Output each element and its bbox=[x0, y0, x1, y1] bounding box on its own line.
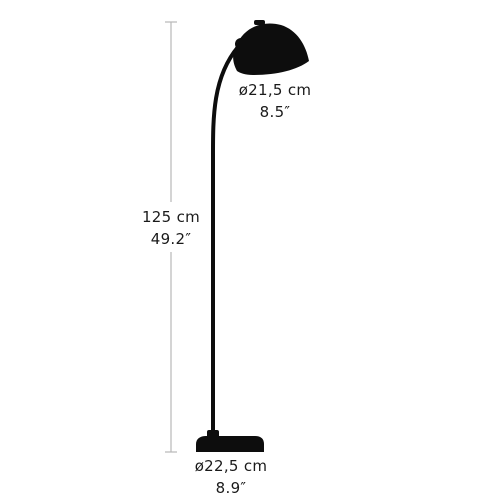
lamp-shade bbox=[233, 23, 309, 75]
lamp-base bbox=[196, 436, 264, 452]
shade-imperial: 8.5″ bbox=[259, 103, 291, 121]
height-dimension-line bbox=[165, 21, 177, 453]
height-imperial: 49.2″ bbox=[150, 230, 192, 248]
shade-dimension-label: ø21,5 cm 8.5″ bbox=[232, 79, 318, 123]
shade-metric: ø21,5 cm bbox=[238, 81, 312, 99]
base-metric: ø22,5 cm bbox=[194, 457, 268, 475]
lamp-stem bbox=[210, 45, 240, 434]
height-dimension-label: 125 cm 49.2″ bbox=[128, 206, 214, 250]
height-metric: 125 cm bbox=[141, 208, 201, 226]
lamp-shade-finial bbox=[254, 20, 265, 25]
base-imperial: 8.9″ bbox=[215, 479, 247, 497]
base-dimension-label: ø22,5 cm 8.9″ bbox=[188, 455, 274, 499]
